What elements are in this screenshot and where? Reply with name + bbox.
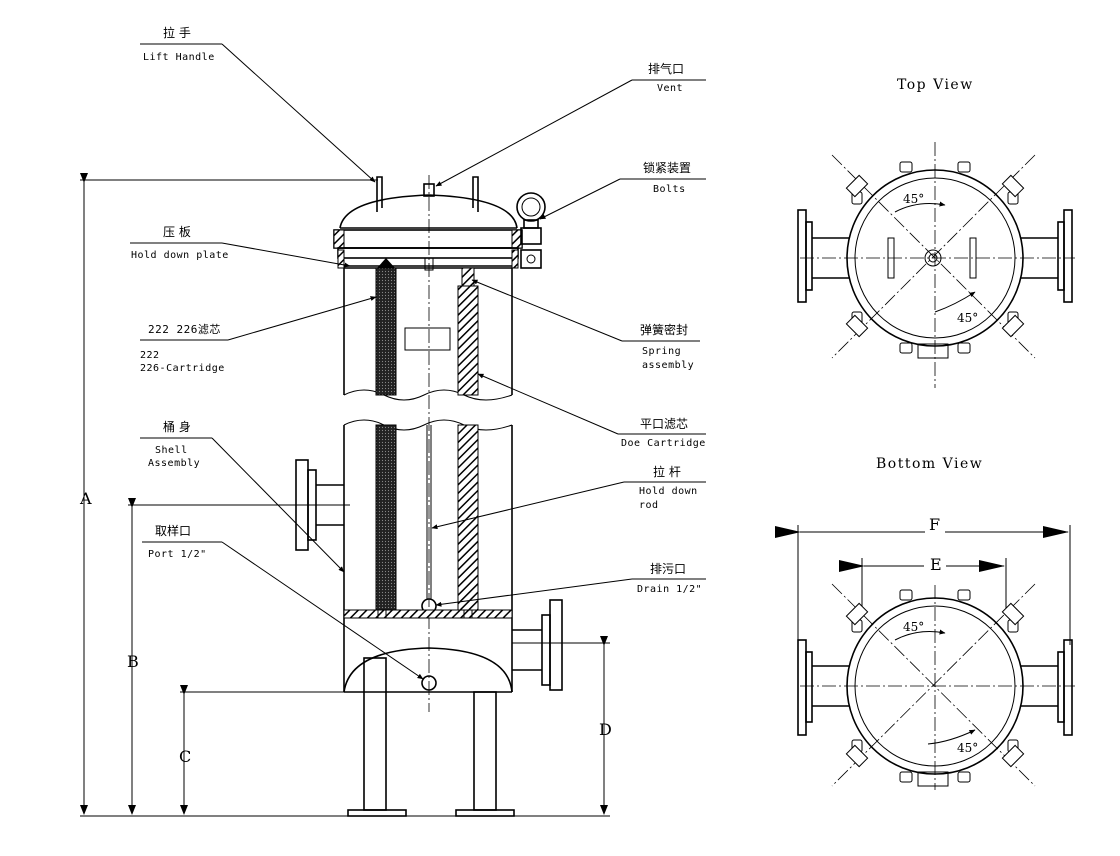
top-view-title: Top View xyxy=(897,77,974,93)
front-elevation xyxy=(80,175,610,817)
callout-hold-down-rod: 拉 杆 Hold down rod xyxy=(431,464,706,530)
doe-cartridge-en: Doe Cartridge xyxy=(621,438,706,449)
callout-hold-down-plate: 压 板 Hold down plate xyxy=(130,225,351,268)
spring-en1: Spring xyxy=(642,346,681,357)
top-view-bolts xyxy=(845,161,1025,354)
bottom-angle-2: 45° xyxy=(957,741,978,755)
bottom-view-title: Bottom View xyxy=(876,456,983,472)
hold-down-rod-en2: rod xyxy=(639,500,659,511)
callout-doe-cartridge: 平口滤芯 Doe Cartridge xyxy=(477,373,706,449)
bottom-view: Bottom View F E xyxy=(775,456,1075,790)
vent-en: Vent xyxy=(657,83,683,94)
port-en: Port 1/2" xyxy=(148,549,207,560)
dim-f-label: F xyxy=(929,515,940,534)
bolts-cn: 锁紧装置 xyxy=(643,160,691,175)
cartridge-222-cn: 222 226滤芯 xyxy=(148,322,221,336)
top-angle-1: 45° xyxy=(903,192,924,206)
spring-cn: 弹簧密封 xyxy=(640,322,688,337)
top-angle-2: 45° xyxy=(957,311,978,325)
shell-en1: Shell xyxy=(155,445,188,456)
hold-down-plate-cn: 压 板 xyxy=(163,225,191,239)
hold-down-rod-cn: 拉 杆 xyxy=(653,464,681,479)
bottom-angle-1: 45° xyxy=(903,620,924,634)
hold-down-rod-en1: Hold down xyxy=(639,486,698,497)
hold-down-plate-en: Hold down plate xyxy=(131,250,229,261)
port-cn: 取样口 xyxy=(155,523,191,538)
lift-handle-cn: 拉 手 xyxy=(163,25,191,40)
spring-en2: assembly xyxy=(642,360,694,371)
callout-cartridge-222: 222 226滤芯 222 226-Cartridge xyxy=(140,296,377,374)
drain-en: Drain 1/2" xyxy=(637,584,702,595)
bottom-view-bolts xyxy=(845,589,1025,783)
callout-vent: 排气口 Vent xyxy=(435,61,706,187)
dim-e-label: E xyxy=(930,555,942,574)
dim-a-label: A xyxy=(79,489,92,508)
callout-drain: 排污口 Drain 1/2" xyxy=(435,562,706,607)
dim-d-label: D xyxy=(599,720,612,739)
shell-en2: Assembly xyxy=(148,458,200,469)
dim-b-label: B xyxy=(127,652,139,671)
cartridge-222-en2: 226-Cartridge xyxy=(140,363,225,374)
top-view: Top View xyxy=(797,77,1075,388)
front-dimensions: A B C D xyxy=(79,173,612,815)
cartridge-222-en1: 222 xyxy=(140,350,160,361)
bolts-en: Bolts xyxy=(653,184,686,195)
dim-c-label: C xyxy=(179,747,191,766)
callout-spring: 弹簧密封 Spring assembly xyxy=(471,279,700,371)
callout-bolts: 锁紧装置 Bolts xyxy=(539,160,706,220)
callout-shell: 桶 身 Shell Assembly xyxy=(140,419,345,573)
doe-cartridge-cn: 平口滤芯 xyxy=(640,417,688,431)
callout-port: 取样口 Port 1/2" xyxy=(142,523,424,680)
drain-cn: 排污口 xyxy=(650,562,686,576)
callouts: 拉 手 Lift Handle 排气口 Vent 锁紧装置 Bolts 压 板 … xyxy=(130,25,706,680)
vent-cn: 排气口 xyxy=(648,61,684,76)
lift-handle-en: Lift Handle xyxy=(143,52,215,63)
callout-lift-handle: 拉 手 Lift Handle xyxy=(140,25,376,183)
shell-cn: 桶 身 xyxy=(163,419,191,434)
